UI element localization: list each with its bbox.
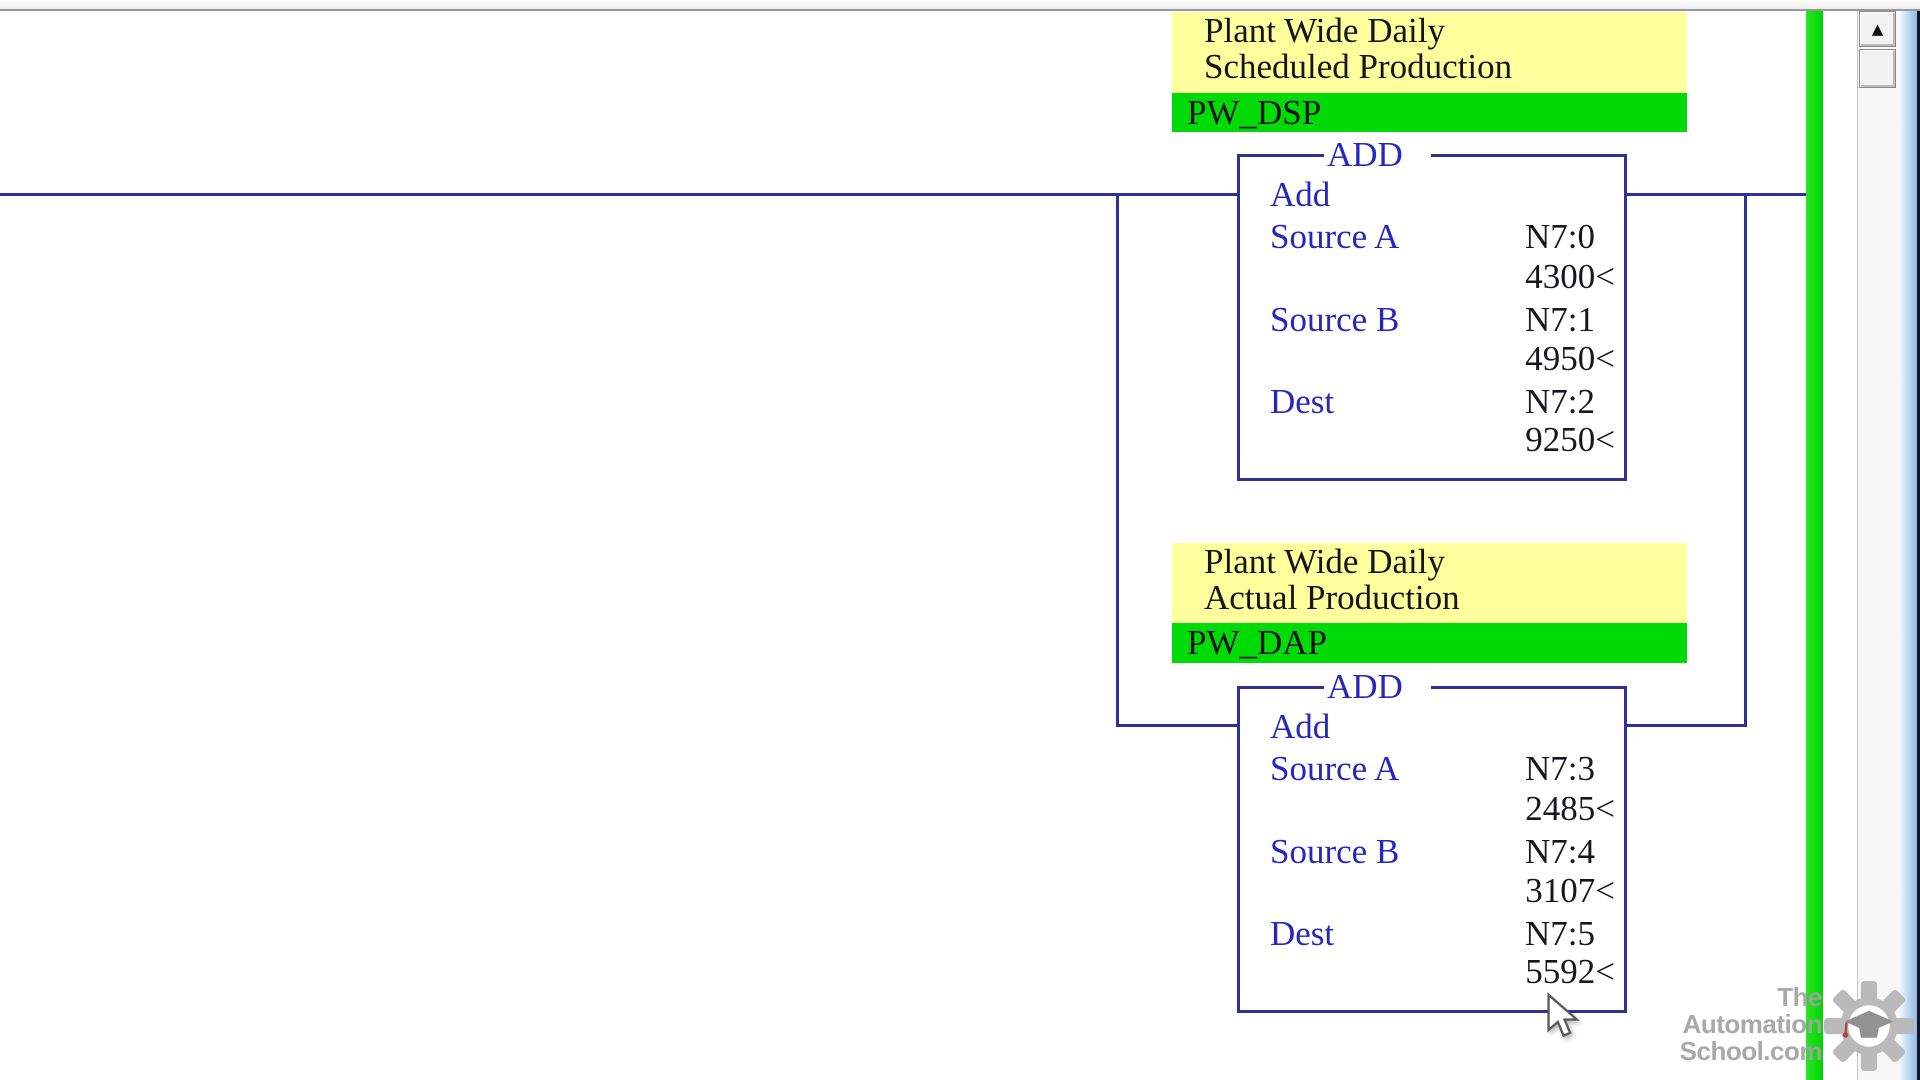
param-value-dest[interactable]: 9250<: [1525, 420, 1615, 459]
param-address-dest[interactable]: N7:2: [1525, 382, 1595, 421]
param-address-dest[interactable]: N7:5: [1525, 914, 1595, 953]
instruction-mnemonic: ADD: [1324, 668, 1431, 706]
window-frame-right: [1898, 0, 1917, 1080]
watermark-line: Automation: [1682, 1009, 1823, 1039]
param-address-source-b[interactable]: N7:1: [1525, 300, 1595, 339]
add-instruction-block-2[interactable]: ADD Add Source A N7:3 2485< Source B N7:…: [1237, 668, 1627, 1013]
param-value-source-a[interactable]: 2485<: [1525, 789, 1615, 828]
branch-wire-left-vertical: [1116, 193, 1119, 727]
description-box-scheduled-production[interactable]: Plant Wide Daily Scheduled Production: [1172, 12, 1687, 93]
param-label-source-a: Source A: [1270, 217, 1400, 256]
branch-wire-bottom-left: [1116, 724, 1240, 727]
param-value-source-a[interactable]: 4300<: [1525, 257, 1615, 296]
instruction-op-label: Add: [1270, 707, 1331, 746]
branch-wire-right-vertical: [1744, 193, 1747, 727]
up-arrow-icon: ▲: [1871, 20, 1884, 38]
automation-school-gear-logo: [1824, 981, 1914, 1071]
param-value-source-b[interactable]: 3107<: [1525, 871, 1615, 910]
scrollbar-up-button[interactable]: ▲: [1859, 11, 1896, 47]
param-value-source-b[interactable]: 4950<: [1525, 339, 1615, 378]
description-line: Actual Production: [1204, 578, 1460, 617]
scrollbar-thumb[interactable]: [1859, 49, 1896, 88]
rung-wire-left: [0, 193, 1240, 196]
param-label-source-b: Source B: [1270, 300, 1400, 339]
param-address-source-a[interactable]: N7:3: [1525, 749, 1595, 788]
instruction-op-label: Add: [1270, 175, 1331, 214]
param-label-dest: Dest: [1270, 914, 1335, 953]
symbol-badge-pw-dap[interactable]: PW_DAP: [1172, 623, 1687, 663]
param-address-source-b[interactable]: N7:4: [1525, 832, 1595, 871]
window-frame-edge: [1917, 0, 1920, 1080]
param-label-source-b: Source B: [1270, 832, 1400, 871]
symbol-badge-pw-dsp[interactable]: PW_DSP: [1172, 93, 1687, 132]
symbol-label: PW_DAP: [1187, 623, 1328, 662]
description-line: Scheduled Production: [1204, 47, 1513, 86]
symbol-label: PW_DSP: [1187, 93, 1322, 132]
rung-wire-right: [1627, 193, 1808, 196]
mouse-cursor: [1547, 992, 1580, 1038]
description-box-actual-production[interactable]: Plant Wide Daily Actual Production: [1172, 543, 1687, 623]
param-value-dest[interactable]: 5592<: [1525, 952, 1615, 991]
param-address-source-a[interactable]: N7:0: [1525, 217, 1595, 256]
toolbar-bottom-edge: [0, 0, 1920, 11]
watermark-line: The: [1777, 982, 1822, 1012]
vertical-scrollbar-track[interactable]: [1857, 11, 1899, 1080]
watermark-line: School.com: [1679, 1036, 1823, 1066]
description-line: Plant Wide Daily: [1204, 11, 1445, 50]
param-label-source-a: Source A: [1270, 749, 1400, 788]
watermark-text: The Automation School.com: [1679, 982, 1823, 1066]
add-instruction-block-1[interactable]: ADD Add Source A N7:0 4300< Source B N7:…: [1237, 136, 1627, 481]
power-rail-highlight: [1806, 11, 1823, 1080]
instruction-mnemonic: ADD: [1324, 136, 1431, 174]
param-label-dest: Dest: [1270, 382, 1335, 421]
branch-wire-bottom-right: [1627, 724, 1747, 727]
description-line: Plant Wide Daily: [1204, 542, 1445, 581]
